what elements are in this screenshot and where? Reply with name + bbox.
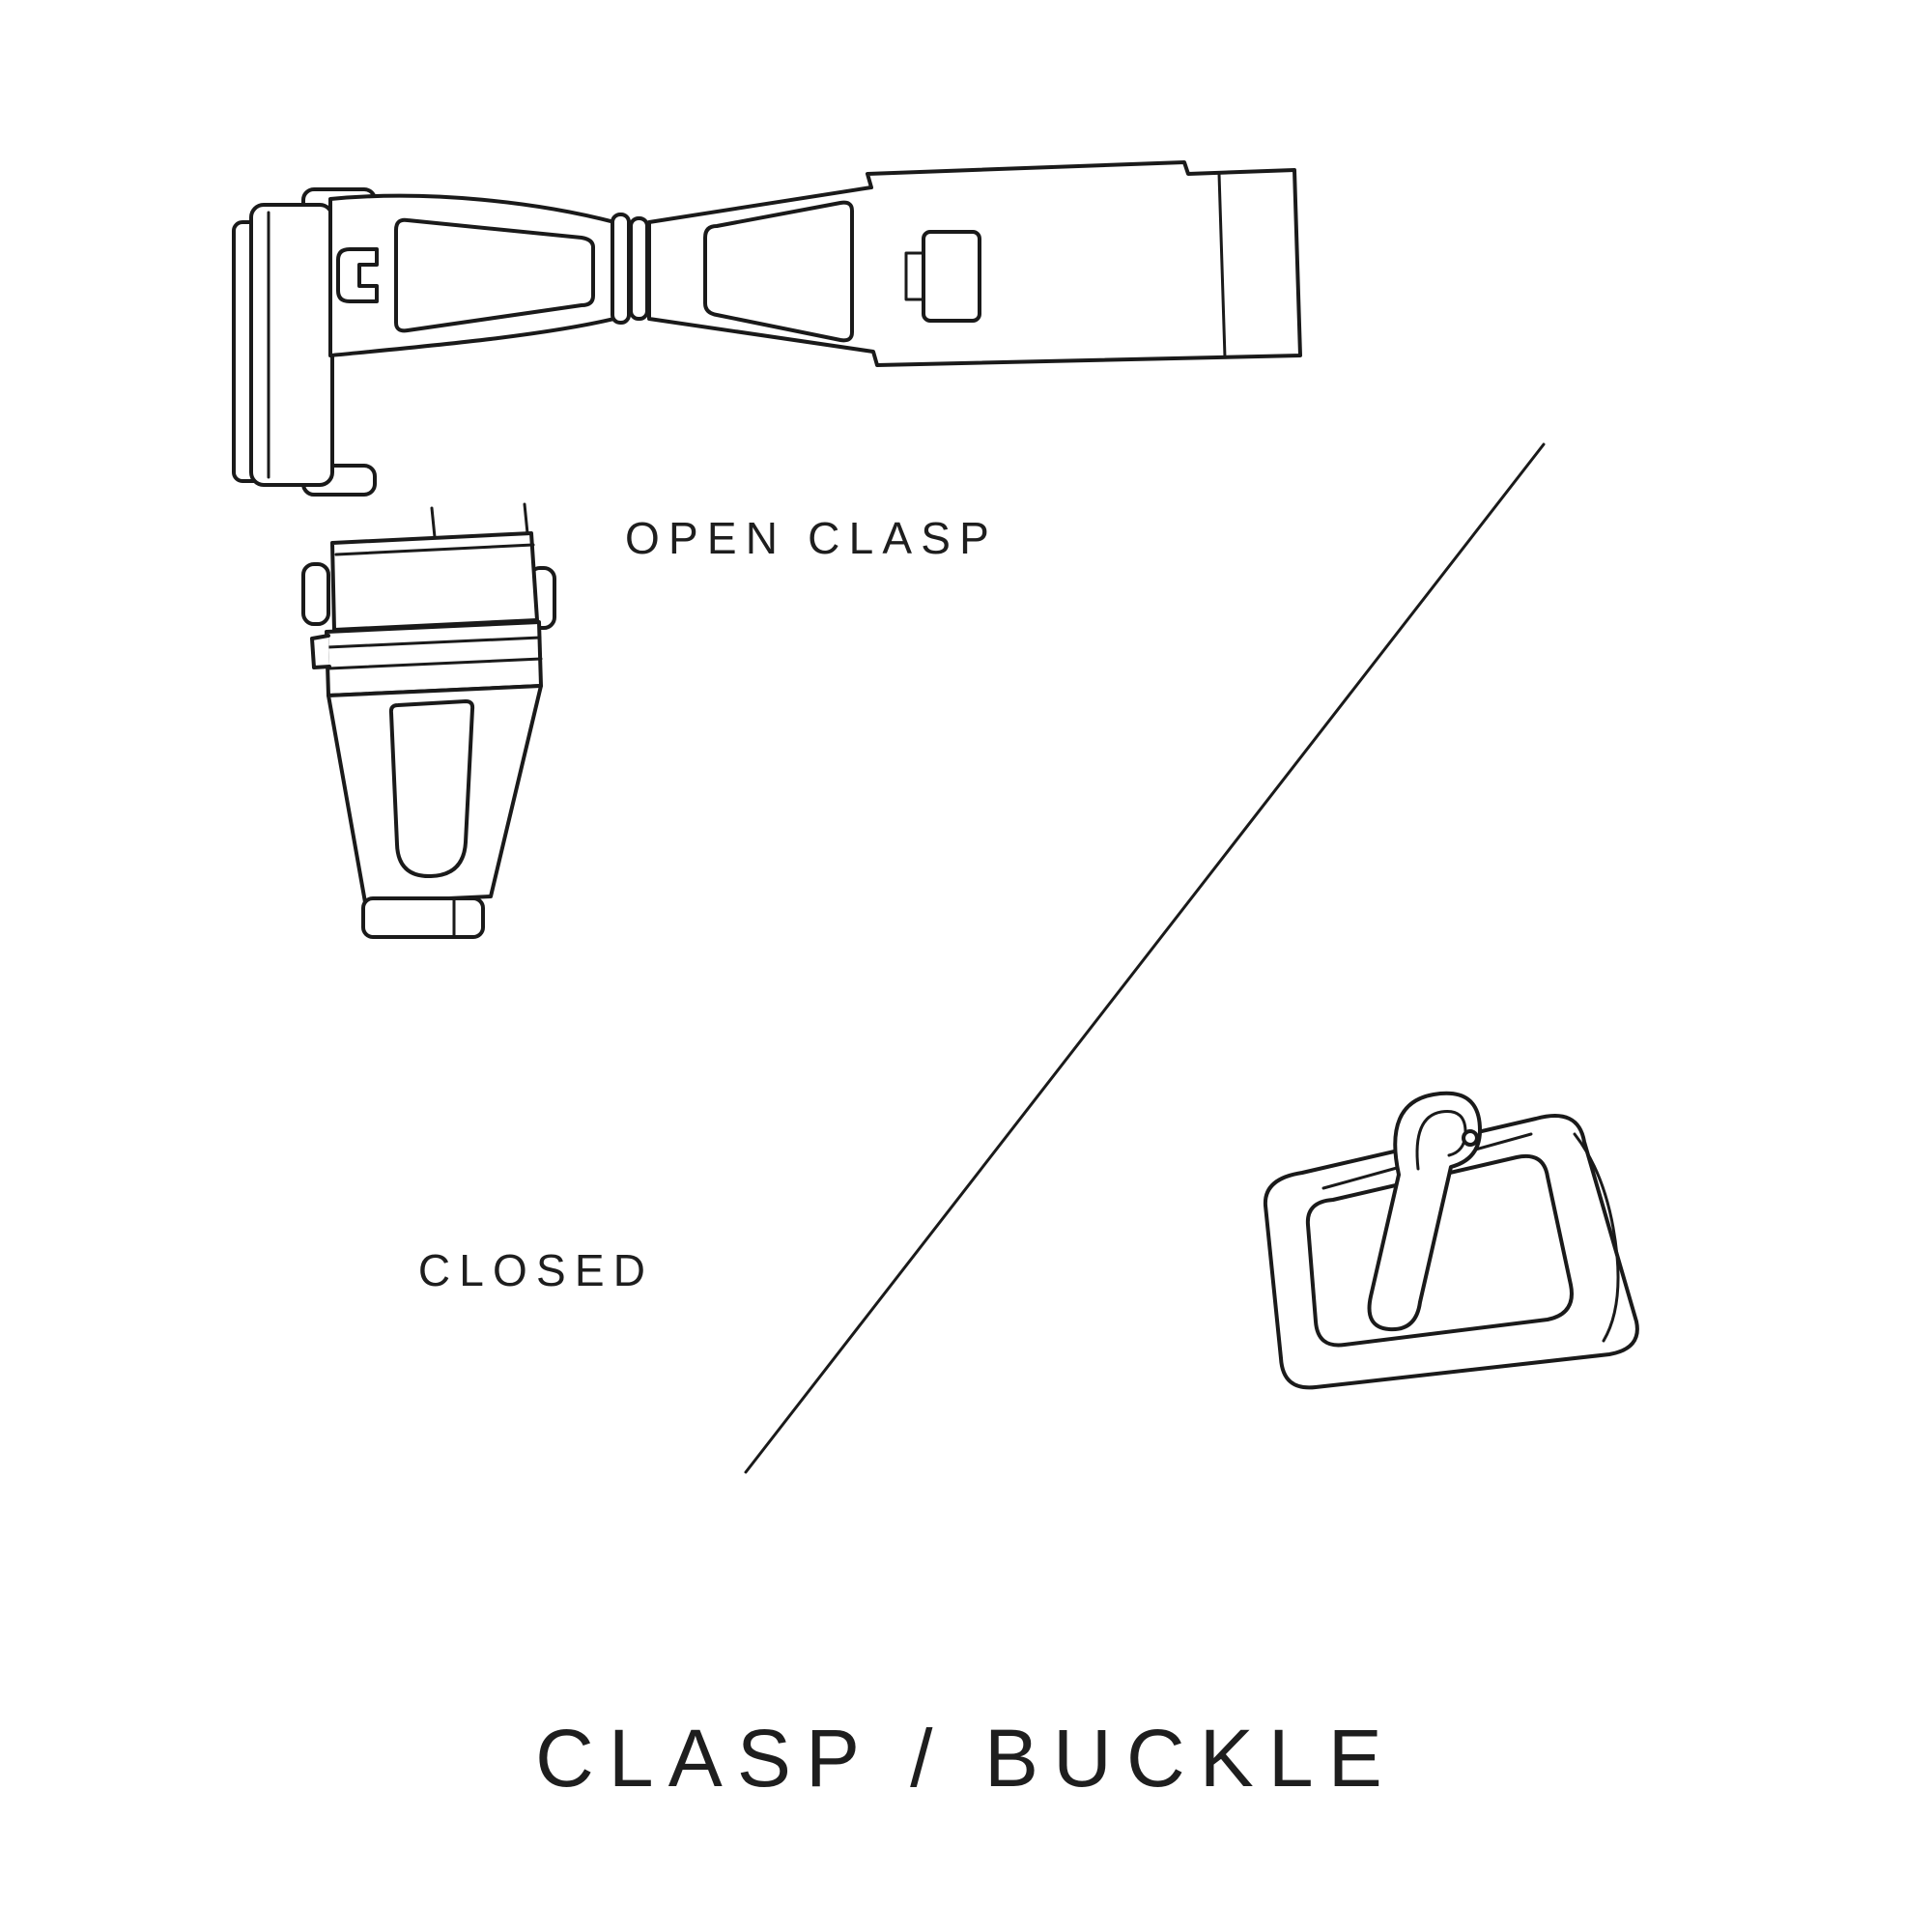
diagram-title: CLASP / BUCKLE bbox=[535, 1713, 1397, 1804]
open-clasp-illustration bbox=[232, 160, 1302, 497]
divider-line bbox=[744, 442, 1546, 1474]
closed-clasp-illustration bbox=[301, 502, 556, 939]
buckle-illustration bbox=[1263, 1091, 1639, 1390]
open-clasp-label: OPEN CLASP bbox=[625, 513, 998, 563]
closed-label: CLOSED bbox=[417, 1245, 655, 1295]
